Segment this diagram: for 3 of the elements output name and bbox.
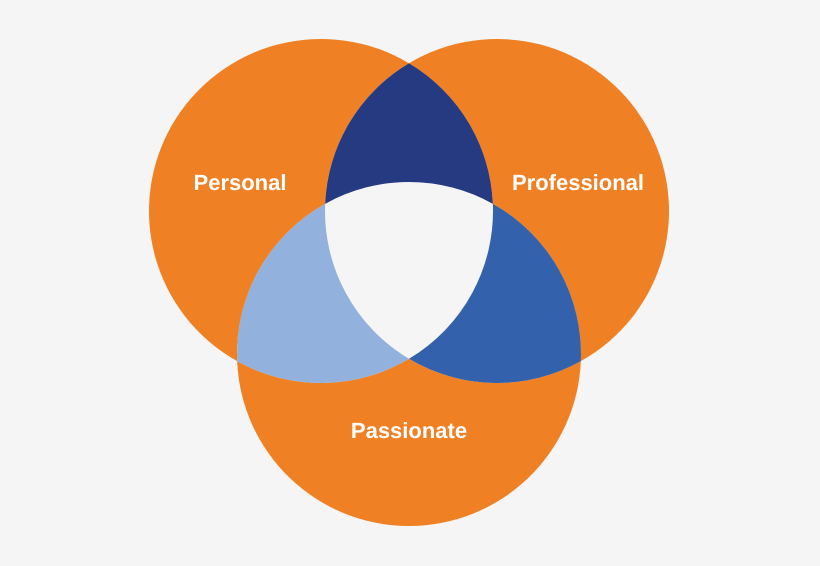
set-label: Passionate xyxy=(350,418,468,444)
set-label: Professional xyxy=(512,170,644,196)
set-label: Personal xyxy=(194,170,286,196)
